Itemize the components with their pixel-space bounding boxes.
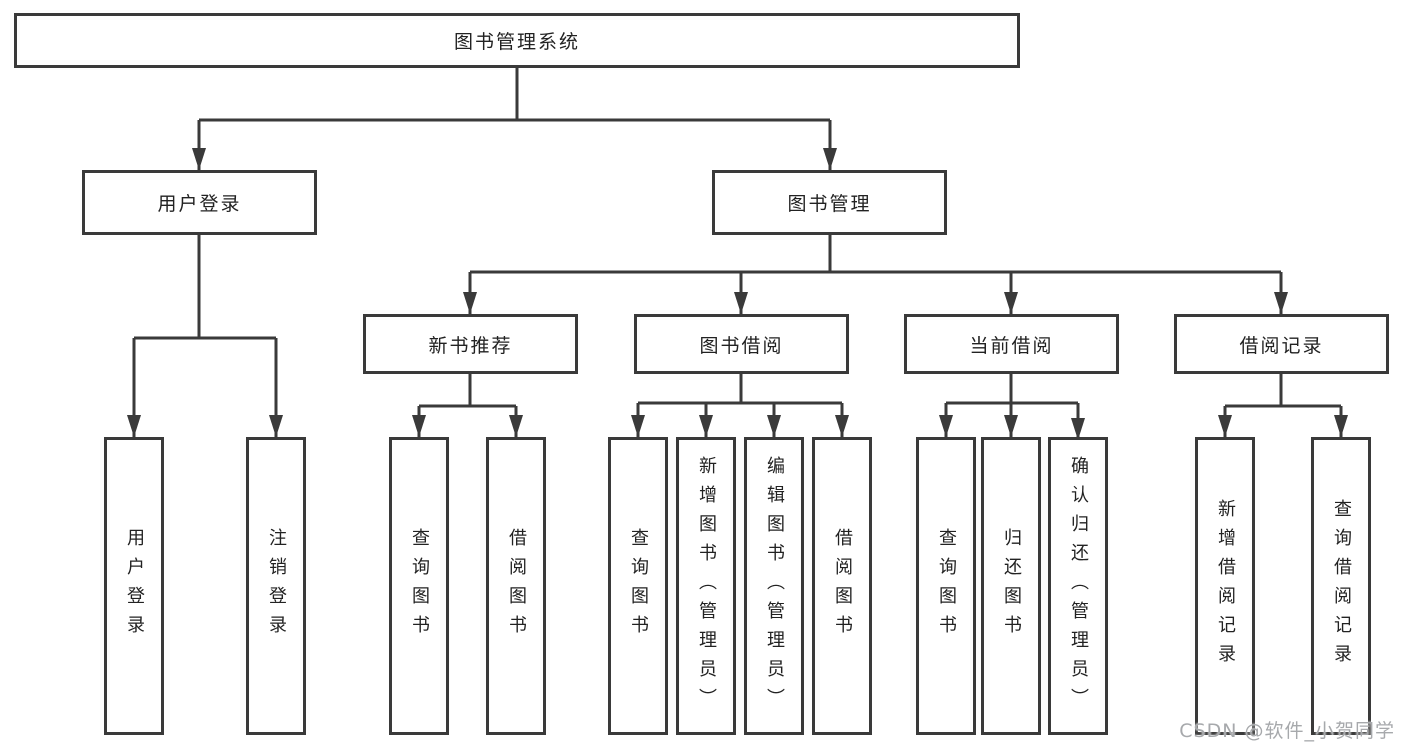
leaf-add-books-admin-label: 新增图书（管理员） [696,455,717,717]
csdn-watermark: CSDN @软件_小贺同学 [1179,720,1395,742]
leaf-query-borrow-record-label: 查询借阅记录 [1331,499,1352,673]
leaf-query-borrow-record: 查询借阅记录 [1311,437,1371,735]
leaf-logout: 注销登录 [246,437,306,735]
node-root-label: 图书管理系统 [453,31,580,53]
node-borrow-records-label: 借阅记录 [1239,334,1324,357]
leaf-edit-books-admin: 编辑图书（管理员） [744,437,804,735]
leaf-return-books: 归还图书 [981,437,1041,735]
leaf-borrow-books-label: 借阅图书 [832,528,853,644]
leaf-borrow-books-recommend: 借阅图书 [486,437,546,735]
leaf-user-login-label: 用户登录 [124,528,145,644]
leaf-add-borrow-record: 新增借阅记录 [1195,437,1255,735]
leaf-query-books-current-label: 查询图书 [936,528,957,644]
node-user-login-label: 用户登录 [157,193,242,215]
node-new-book-recommend: 新书推荐 [363,314,578,374]
node-borrow-records: 借阅记录 [1174,314,1389,374]
leaf-query-books-borrow-label: 查询图书 [628,528,649,644]
leaf-query-books-borrow: 查询图书 [608,437,668,735]
leaf-confirm-return-admin: 确认归还（管理员） [1048,437,1108,735]
node-book-borrow: 图书借阅 [634,314,849,374]
leaf-edit-books-admin-label: 编辑图书（管理员） [764,455,785,717]
leaf-query-books-recommend-label: 查询图书 [409,528,430,644]
node-new-book-recommend-label: 新书推荐 [428,334,513,357]
node-root-system: 图书管理系统 [14,13,1020,68]
leaf-user-login: 用户登录 [104,437,164,735]
node-current-borrow-label: 当前借阅 [969,334,1054,357]
node-book-management-label: 图书管理 [787,193,872,215]
leaf-query-books-current: 查询图书 [916,437,976,735]
leaf-borrow-books-recommend-label: 借阅图书 [506,528,527,644]
leaf-confirm-return-admin-label: 确认归还（管理员） [1068,455,1089,717]
node-book-management-branch: 图书管理 [712,170,947,235]
node-user-login-branch: 用户登录 [82,170,317,235]
leaf-add-borrow-record-label: 新增借阅记录 [1215,499,1236,673]
node-book-borrow-label: 图书借阅 [699,334,784,357]
leaf-borrow-books: 借阅图书 [812,437,872,735]
node-current-borrow: 当前借阅 [904,314,1119,374]
leaf-add-books-admin: 新增图书（管理员） [676,437,736,735]
leaf-query-books-recommend: 查询图书 [389,437,449,735]
leaf-logout-label: 注销登录 [266,528,287,644]
leaf-return-books-label: 归还图书 [1001,528,1022,644]
